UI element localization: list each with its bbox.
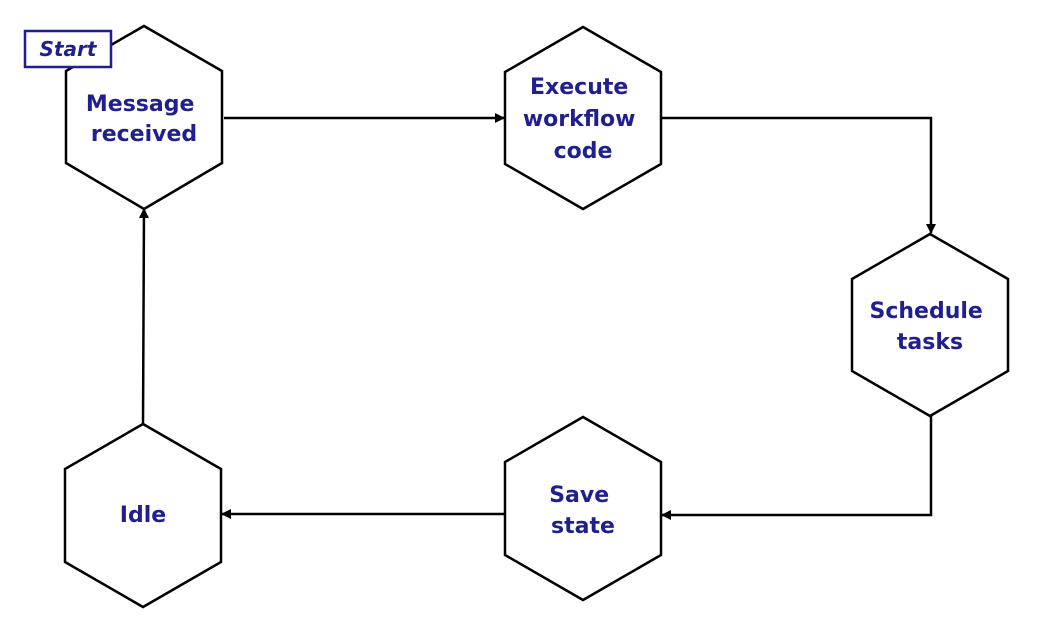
label-line: Schedule xyxy=(869,299,982,324)
label-line: received xyxy=(91,122,197,147)
hexagon-shape xyxy=(64,24,224,211)
edge-idle-to-message xyxy=(138,208,149,426)
label-line: Execute xyxy=(530,75,628,100)
edge-execute-to-schedule xyxy=(662,116,936,234)
start-tag-box xyxy=(23,29,113,69)
hexagon-shape xyxy=(63,422,223,609)
label-line: Message xyxy=(86,92,195,117)
label-line: tasks xyxy=(897,330,963,355)
start-tag: Start xyxy=(23,29,113,69)
hexagon-shape xyxy=(850,232,1010,418)
node-label: Save state xyxy=(549,483,617,539)
node-label: Idle xyxy=(120,503,166,528)
node-idle: Idle xyxy=(63,422,223,609)
label-line: state xyxy=(551,514,615,539)
label-line: Idle xyxy=(120,503,166,528)
label-line: workflow xyxy=(523,107,636,132)
node-label: Message received xyxy=(86,92,202,147)
label-line: Save xyxy=(549,483,609,508)
edges xyxy=(138,113,936,520)
node-label: Schedule tasks xyxy=(869,299,990,355)
hexagon-shape xyxy=(503,25,663,211)
node-schedule-tasks: Schedule tasks xyxy=(850,232,1010,418)
edge-schedule-to-save xyxy=(661,416,933,520)
node-label: Execute workflow code xyxy=(523,75,643,164)
node-message-received: Message received xyxy=(64,24,224,211)
hexagon-shape xyxy=(503,415,663,602)
node-execute-workflow-code: Execute workflow code xyxy=(503,25,663,211)
node-save-state: Save state xyxy=(503,415,663,602)
label-line: code xyxy=(554,139,613,164)
start-tag-label: Start xyxy=(40,37,98,61)
